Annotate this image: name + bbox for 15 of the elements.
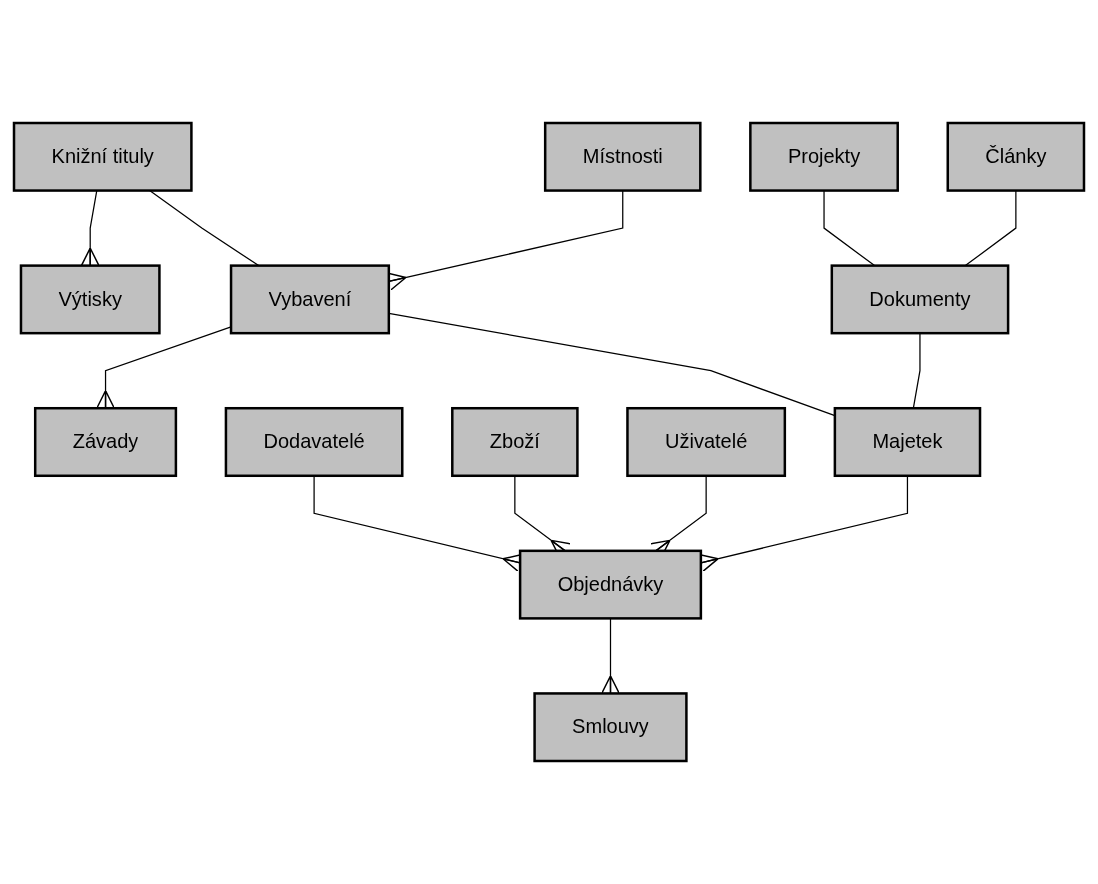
connector bbox=[96, 326, 232, 409]
node-box: Knižní tituly bbox=[12, 121, 193, 192]
node-box: Dodavatelé bbox=[224, 406, 404, 478]
node-box: Články bbox=[946, 121, 1086, 192]
node-box: Dokumenty bbox=[830, 264, 1010, 335]
node-box: Objednávky bbox=[518, 549, 703, 620]
node-box: Výtisky bbox=[19, 264, 161, 335]
node-box: Majetek bbox=[833, 406, 982, 478]
node-box: Místnosti bbox=[543, 121, 702, 192]
node-box: Uživatelé bbox=[626, 406, 787, 478]
node-box: Vybavení bbox=[229, 264, 391, 335]
node-box: Projekty bbox=[749, 121, 899, 192]
node-box: Zboží bbox=[451, 406, 579, 478]
node-box: Smlouvy bbox=[533, 692, 688, 763]
node-box: Závady bbox=[33, 406, 178, 478]
